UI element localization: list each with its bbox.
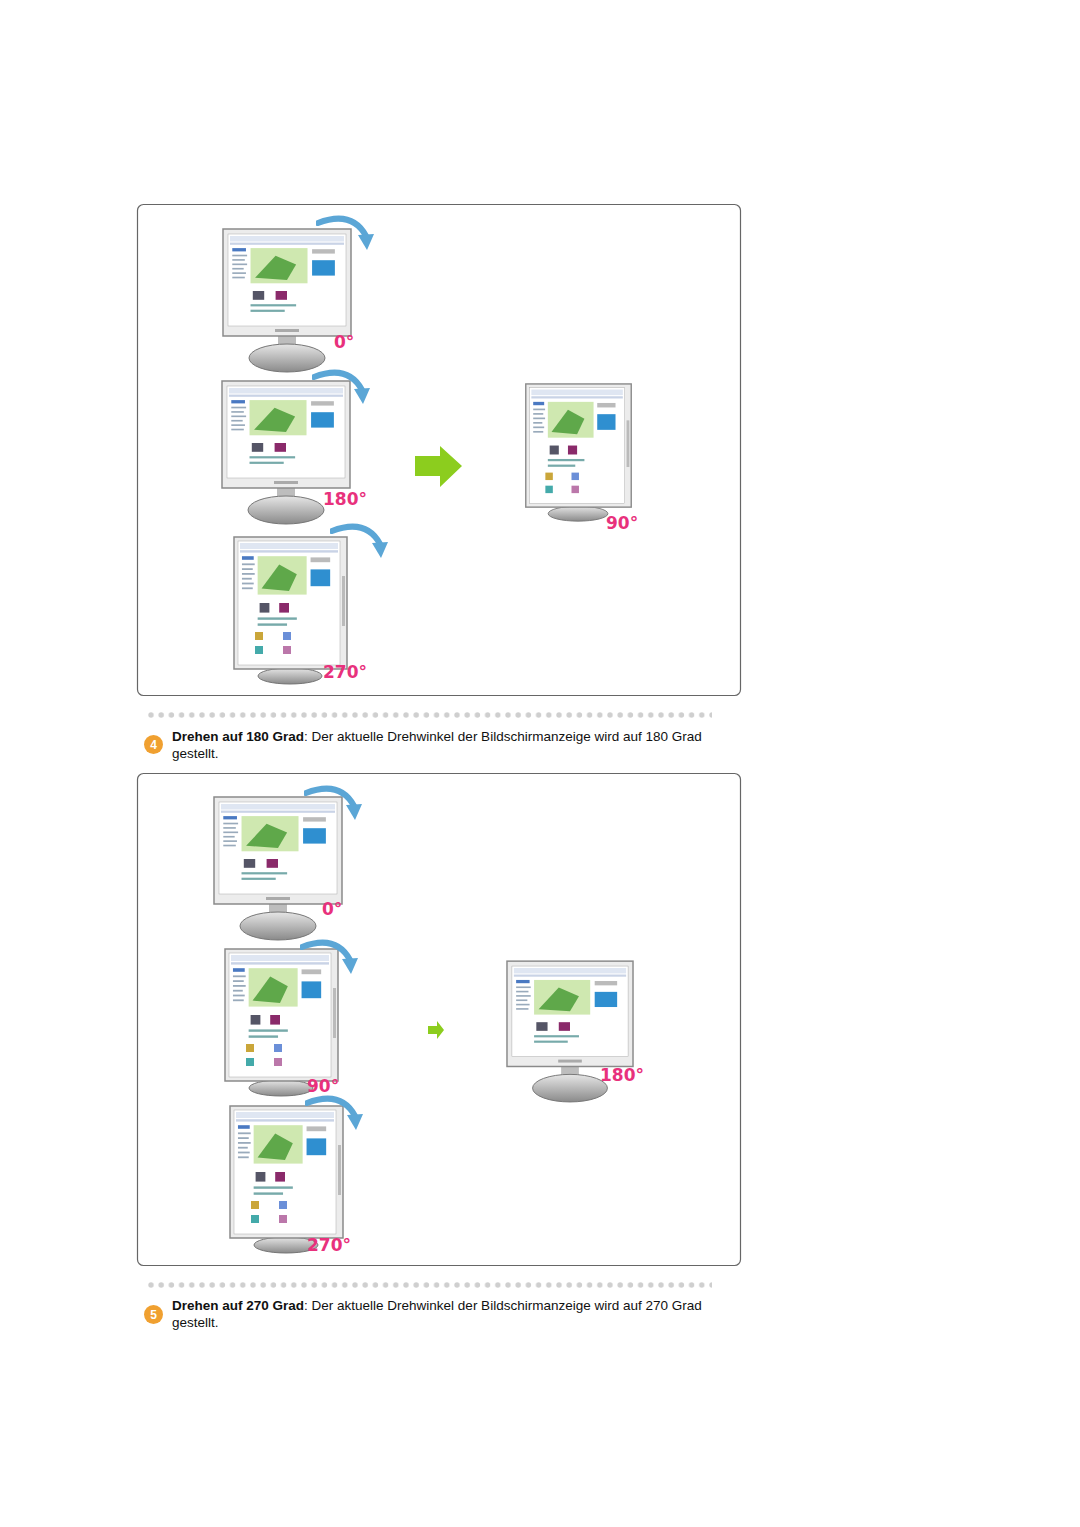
monitor (225, 949, 338, 1096)
result-arrow (428, 1021, 444, 1039)
rotate-arrow (332, 527, 388, 558)
monitor (230, 1106, 343, 1253)
angle-label: 90° (307, 1078, 339, 1095)
angle-label: 270° (323, 664, 367, 681)
monitor (214, 797, 342, 940)
angle-label: 0° (334, 334, 354, 351)
rotate-arrow (306, 789, 362, 820)
rotate-arrow (302, 943, 358, 974)
dotted-rule (148, 1280, 712, 1290)
panel (138, 205, 741, 696)
angle-label: 270° (307, 1237, 351, 1254)
rotate-arrow (307, 1099, 363, 1130)
step-title: Drehen auf 270 Grad (172, 1298, 304, 1313)
step-text: Drehen auf 270 Grad: Der aktuelle Drehwi… (172, 1297, 707, 1331)
angle-label: 180° (323, 491, 367, 508)
angle-label: 180° (600, 1067, 644, 1084)
angle-label: 90° (606, 515, 638, 532)
monitor (526, 384, 631, 521)
step-text: Drehen auf 180 Grad: Der aktuelle Drehwi… (172, 728, 707, 762)
monitor (234, 537, 347, 684)
step-number: 5 (144, 1305, 163, 1324)
result-arrow (415, 446, 462, 487)
monitor (223, 229, 351, 372)
angle-label: 0° (322, 901, 342, 918)
step-title: Drehen auf 180 Grad (172, 729, 304, 744)
panel (138, 774, 741, 1266)
rotate-arrow (318, 219, 374, 250)
step-number: 4 (144, 735, 163, 754)
dotted-rule (148, 711, 712, 721)
rotate-arrow (314, 373, 370, 404)
